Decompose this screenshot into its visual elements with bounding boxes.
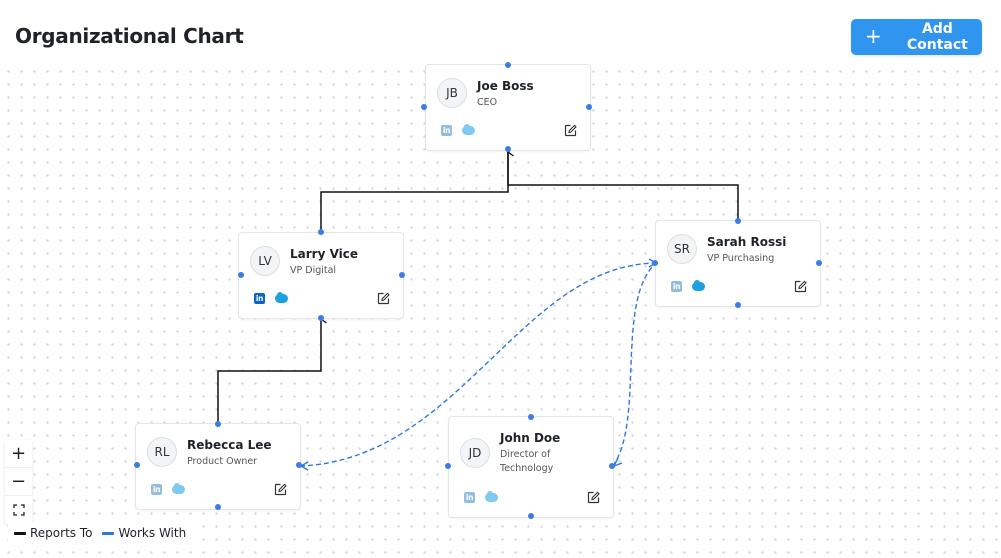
connection-handle[interactable] <box>586 104 592 110</box>
node-rebecca-lee[interactable]: RL Rebecca Lee Product Owner in <box>135 423 301 510</box>
legend-item-reports-to: Reports To <box>14 526 92 540</box>
contact-name: Joe Boss <box>477 79 534 93</box>
plus-icon: + <box>865 24 882 48</box>
linkedin-icon[interactable]: in <box>254 293 265 304</box>
zoom-out-button[interactable]: − <box>5 468 32 496</box>
linkedin-icon[interactable]: in <box>441 125 452 136</box>
contact-role: Product Owner <box>187 456 258 467</box>
legend-swatch-reports-to <box>14 531 26 535</box>
legend-swatch-works-with <box>102 531 115 535</box>
connection-handle[interactable] <box>215 504 221 510</box>
linkedin-icon[interactable]: in <box>151 484 162 495</box>
legend-label: Works With <box>118 526 187 540</box>
connection-handle[interactable] <box>528 513 534 519</box>
fit-view-icon <box>12 504 25 516</box>
connection-handle[interactable] <box>134 462 140 468</box>
connection-handle[interactable] <box>318 315 324 321</box>
connection-handle[interactable] <box>505 146 511 152</box>
linkedin-icon[interactable]: in <box>464 492 475 503</box>
contact-name: Rebecca Lee <box>187 438 272 452</box>
add-contact-button[interactable]: + Add Contact <box>851 19 982 55</box>
connection-handle[interactable] <box>652 260 658 266</box>
avatar: JB <box>437 78 467 108</box>
zoom-in-button[interactable]: + <box>5 440 32 468</box>
edit-icon[interactable] <box>274 483 287 496</box>
salesforce-icon[interactable] <box>692 280 705 291</box>
node-joe-boss[interactable]: JB Joe Boss CEO in <box>425 64 591 151</box>
avatar: RL <box>147 437 177 467</box>
edit-icon[interactable] <box>377 292 390 305</box>
contact-name: Sarah Rossi <box>707 235 787 249</box>
fit-view-button[interactable] <box>5 496 32 524</box>
avatar: LV <box>250 246 280 276</box>
salesforce-icon[interactable] <box>275 292 288 303</box>
connection-handle[interactable] <box>816 260 822 266</box>
contact-role: VP Purchasing <box>707 253 775 264</box>
page-title: Organizational Chart <box>15 24 244 48</box>
legend-item-works-with: Works With <box>102 526 186 540</box>
connection-handle[interactable] <box>296 462 302 468</box>
contact-role: CEO <box>477 97 498 108</box>
legend: Reports To Works With <box>8 522 193 544</box>
connection-handle[interactable] <box>318 229 324 235</box>
contact-role: Director of Technology <box>500 449 554 474</box>
avatar: JD <box>460 438 490 468</box>
add-contact-label: Add Contact <box>906 21 968 53</box>
connection-handle[interactable] <box>528 414 534 420</box>
contact-role: VP Digital <box>290 265 337 276</box>
node-john-doe[interactable]: JD John Doe Director of Technology in <box>448 416 614 518</box>
connection-handle[interactable] <box>505 62 511 68</box>
node-larry-vice[interactable]: LV Larry Vice VP Digital in <box>238 232 404 319</box>
connection-handle[interactable] <box>735 302 741 308</box>
salesforce-icon[interactable] <box>462 124 475 135</box>
salesforce-icon[interactable] <box>485 491 498 502</box>
connection-handle[interactable] <box>238 272 244 278</box>
connection-handle[interactable] <box>609 463 615 469</box>
zoom-controls: + − <box>5 440 32 524</box>
node-sarah-rossi[interactable]: SR Sarah Rossi VP Purchasing in <box>655 220 821 307</box>
salesforce-icon[interactable] <box>172 483 185 494</box>
contact-name: John Doe <box>500 431 561 445</box>
connection-handle[interactable] <box>445 463 451 469</box>
connection-handle[interactable] <box>735 218 741 224</box>
edit-icon[interactable] <box>794 280 807 293</box>
avatar: SR <box>667 234 697 264</box>
edit-icon[interactable] <box>587 491 600 504</box>
linkedin-icon[interactable]: in <box>671 281 682 292</box>
connection-handle[interactable] <box>215 421 221 427</box>
legend-label: Reports To <box>30 526 93 540</box>
connection-handle[interactable] <box>399 272 405 278</box>
connection-handle[interactable] <box>421 104 427 110</box>
edit-icon[interactable] <box>564 124 577 137</box>
contact-name: Larry Vice <box>290 247 359 261</box>
